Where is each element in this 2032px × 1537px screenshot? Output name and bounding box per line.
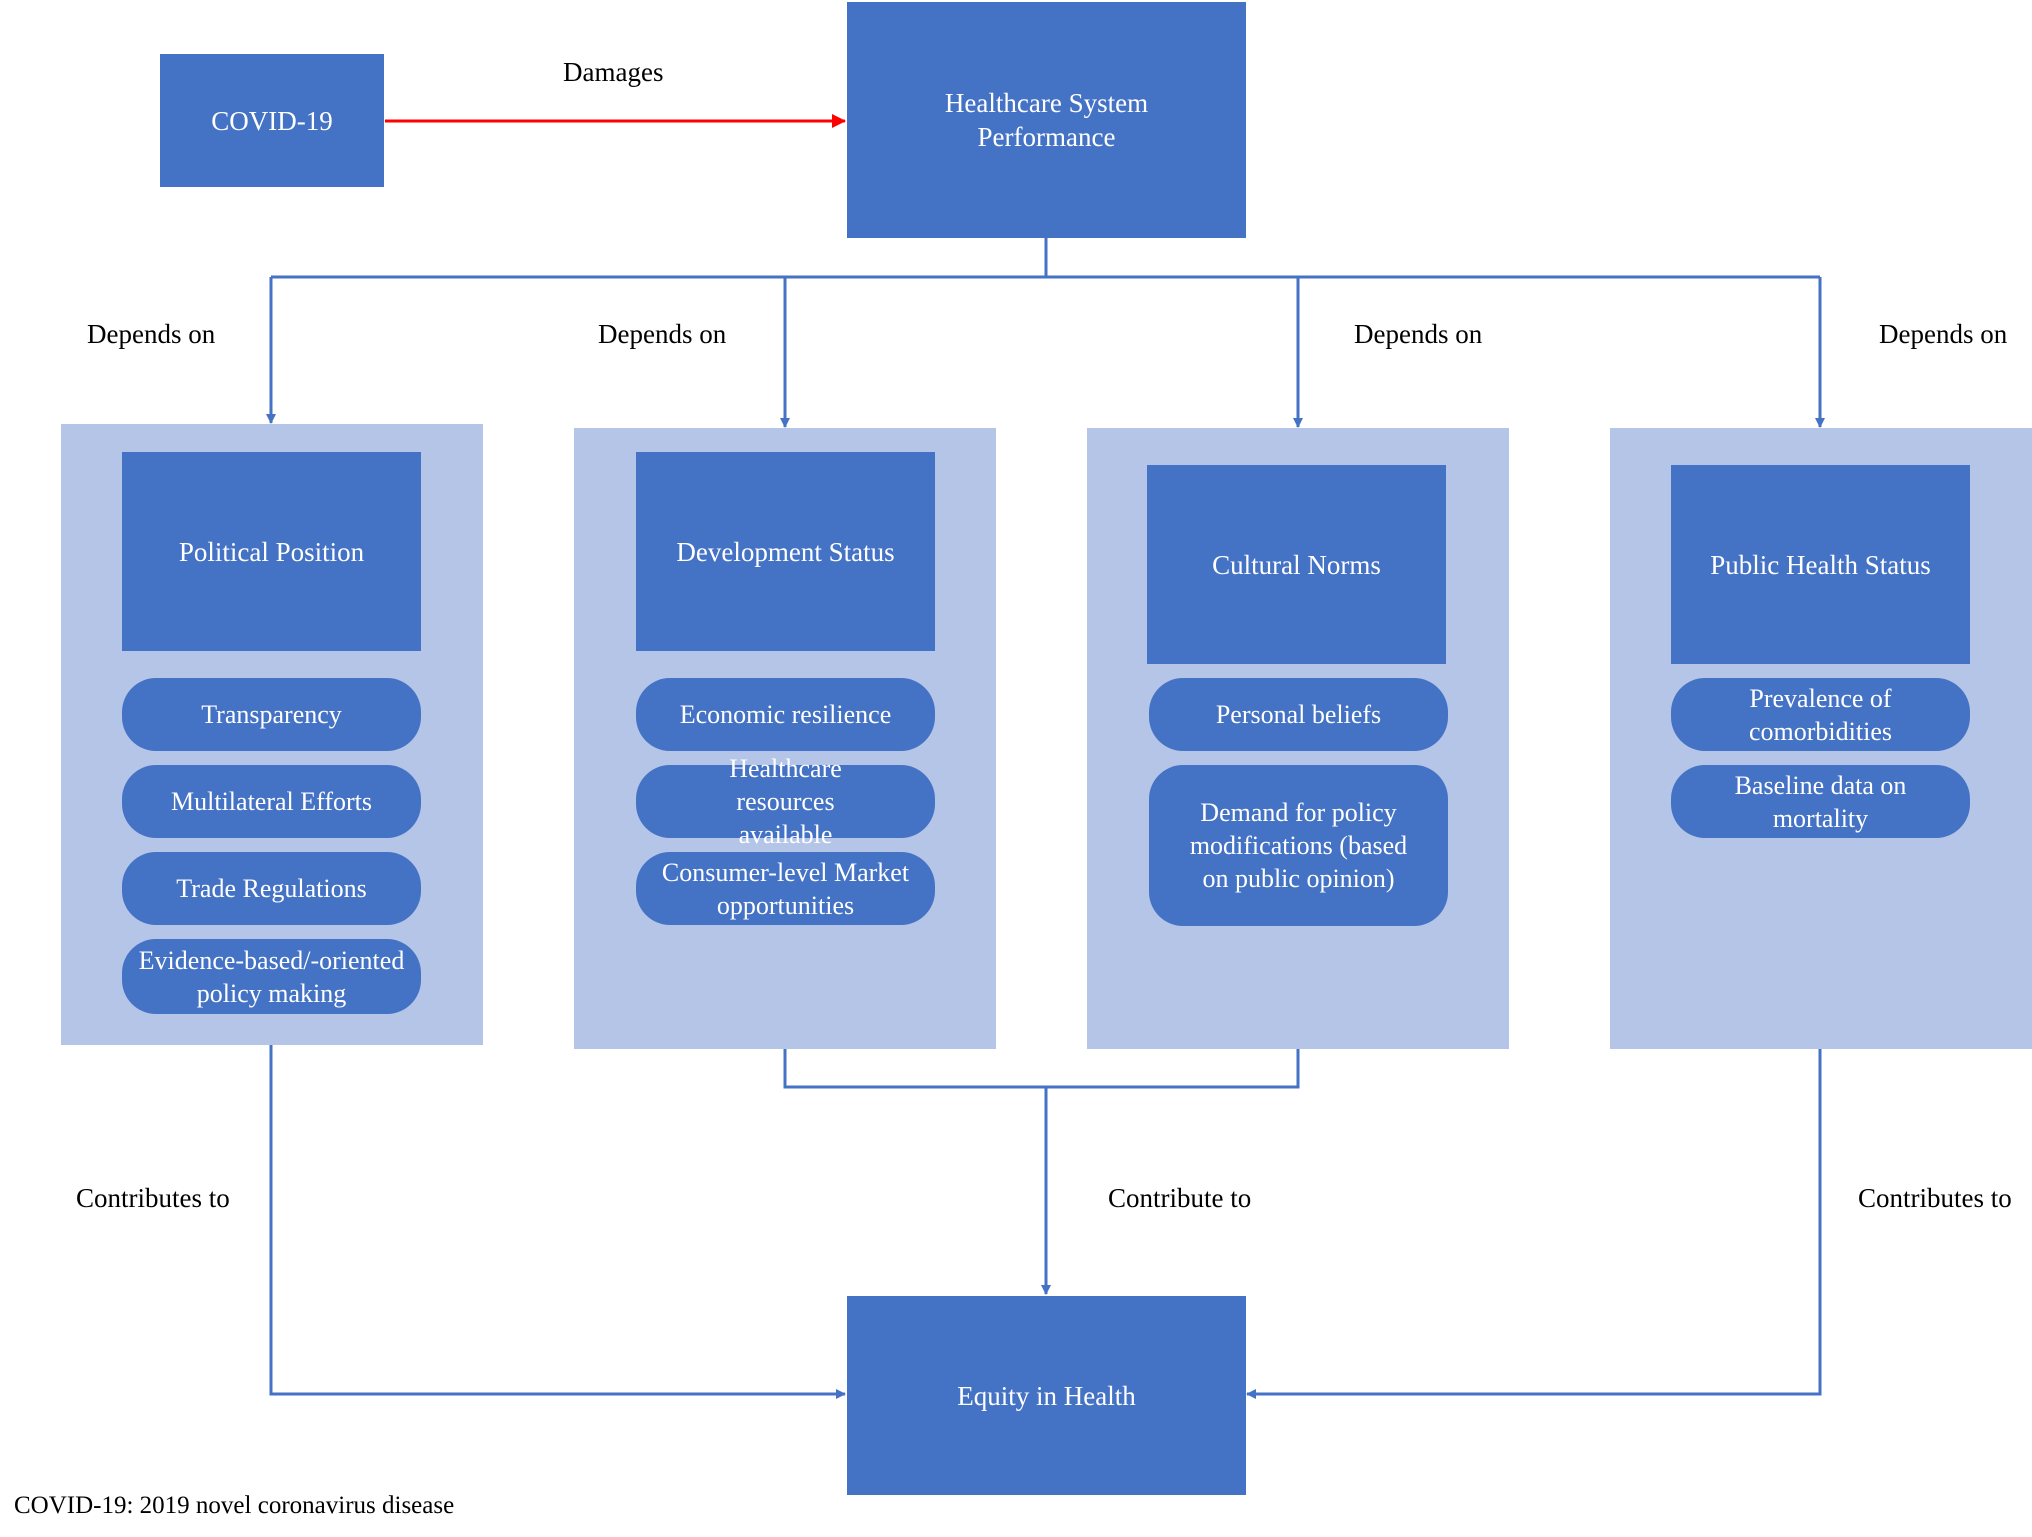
depends-on-label-development: Depends on: [598, 319, 727, 349]
baseline-mortality-pill: Baseline data on mortality: [1671, 765, 1970, 838]
equity-in-health-node: Equity in Health: [847, 1296, 1246, 1495]
contribute-connector-middle: [783, 1049, 1300, 1089]
contribute-to-label-middle: Contribute to: [1108, 1183, 1252, 1213]
economic-resilience-pill: Economic resilience: [636, 678, 935, 751]
depends-on-label-political: Depends on: [87, 319, 216, 349]
depends-on-label-cultural: Depends on: [1354, 319, 1483, 349]
healthcare-resources-pill: Healthcare resources available: [636, 754, 935, 849]
transparency-pill: Transparency: [122, 678, 421, 751]
depends-on-label-public-health: Depends on: [1879, 319, 2008, 349]
multilateral-efforts-pill: Multilateral Efforts: [122, 765, 421, 838]
consumer-market-pill: Consumer-level Market opportunities: [636, 852, 935, 925]
evidence-based-policy-pill: Evidence-based/-oriented policy making: [122, 939, 421, 1014]
development-status-title: Development Status: [636, 452, 935, 651]
comorbidities-pill: Prevalence of comorbidities: [1671, 678, 1970, 751]
damages-label: Damages: [563, 57, 664, 87]
personal-beliefs-pill: Personal beliefs: [1149, 678, 1448, 751]
public-health-status-title: Public Health Status: [1671, 465, 1970, 664]
healthcare-system-performance-node: Healthcare System Performance: [847, 2, 1246, 238]
contributes-to-label-public-health: Contributes to: [1858, 1183, 2012, 1213]
contributes-to-label-political: Contributes to: [76, 1183, 230, 1213]
contributes-arrow-public-health: [1246, 1049, 1822, 1399]
cultural-norms-title: Cultural Norms: [1147, 465, 1446, 664]
covid-node: COVID-19: [160, 54, 384, 187]
political-position-title: Political Position: [122, 452, 421, 651]
trade-regulations-pill: Trade Regulations: [122, 852, 421, 925]
abbreviation-footnote: COVID-19: 2019 novel coronavirus disease: [14, 1492, 455, 1519]
demand-policy-modifications-pill: Demand for policy modifications (based o…: [1149, 765, 1448, 926]
contributes-arrow-political: [269, 1045, 846, 1399]
